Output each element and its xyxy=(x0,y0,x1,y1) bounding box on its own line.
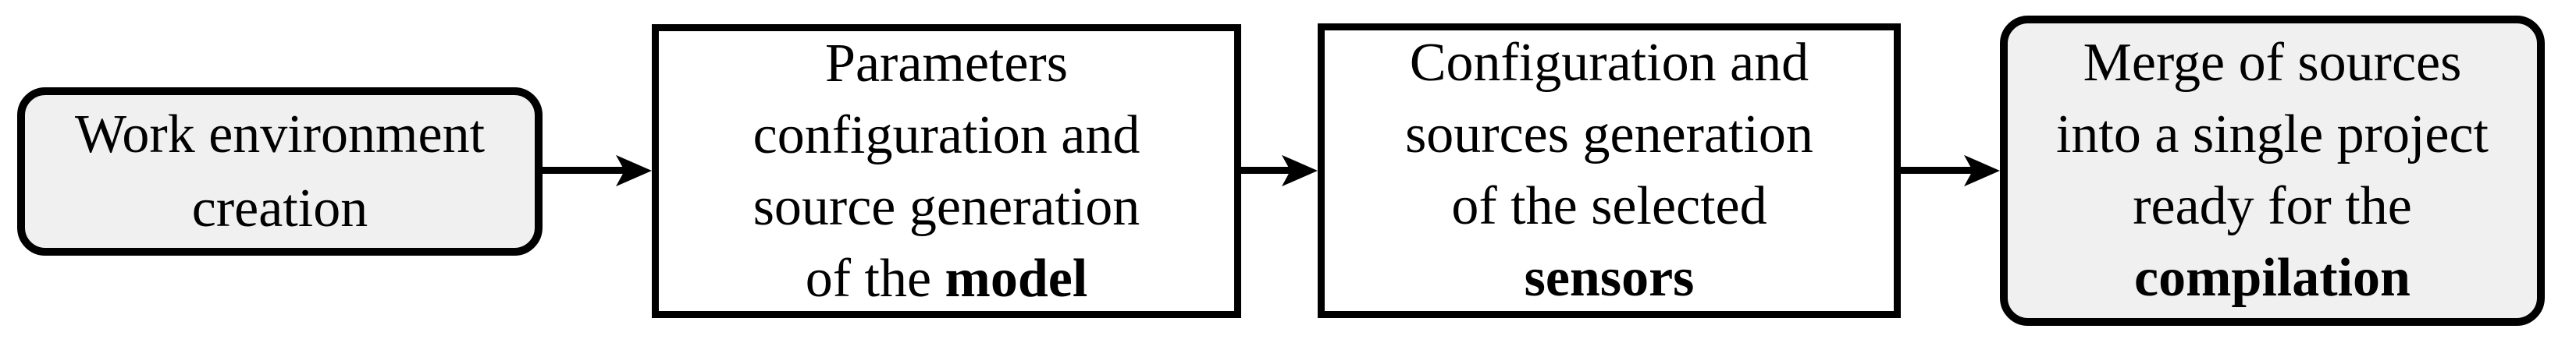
text-line: Parameters xyxy=(825,33,1068,94)
text-line: ready for the xyxy=(2133,176,2412,236)
arrow-shaft xyxy=(1901,167,1976,174)
text-line: creation xyxy=(191,179,368,239)
flow-step-model-source-generation: Parameters configuration and source genera… xyxy=(652,24,1241,318)
text-line: configuration and xyxy=(753,104,1140,165)
text-line: sources generation xyxy=(1405,104,1813,164)
step-text: Parameters configuration and source genera… xyxy=(753,28,1140,315)
connector-arrow-2 xyxy=(1241,154,1318,187)
flow-step-merge-for-compilation: Merge of sources into a single project rea… xyxy=(2000,16,2545,326)
text-line: Merge of sources xyxy=(2083,33,2462,93)
text-line: of the model xyxy=(805,248,1088,309)
step-text: Merge of sources into a single project rea… xyxy=(2056,27,2489,314)
connector-arrow-3 xyxy=(1901,154,2000,187)
text-line: Work environment xyxy=(74,104,486,164)
text-line: source generation xyxy=(753,176,1140,237)
text-line: sensors xyxy=(1524,248,1695,308)
flow-step-sensors-source-generation: Configuration and sources generation of th… xyxy=(1318,23,1901,318)
step-text: Work environment creation xyxy=(75,97,485,246)
flow-step-work-environment-creation: Work environment creation xyxy=(17,87,543,256)
connector-arrow-1 xyxy=(543,154,652,187)
step-text: Configuration and sources generation of th… xyxy=(1405,27,1813,314)
arrow-shaft xyxy=(543,167,628,174)
text-line: of the selected xyxy=(1451,176,1767,236)
arrow-shaft xyxy=(1241,167,1294,174)
text-line: compilation xyxy=(2134,248,2411,308)
text-line: Configuration and xyxy=(1409,33,1809,93)
text-line: into a single project xyxy=(2055,104,2489,164)
